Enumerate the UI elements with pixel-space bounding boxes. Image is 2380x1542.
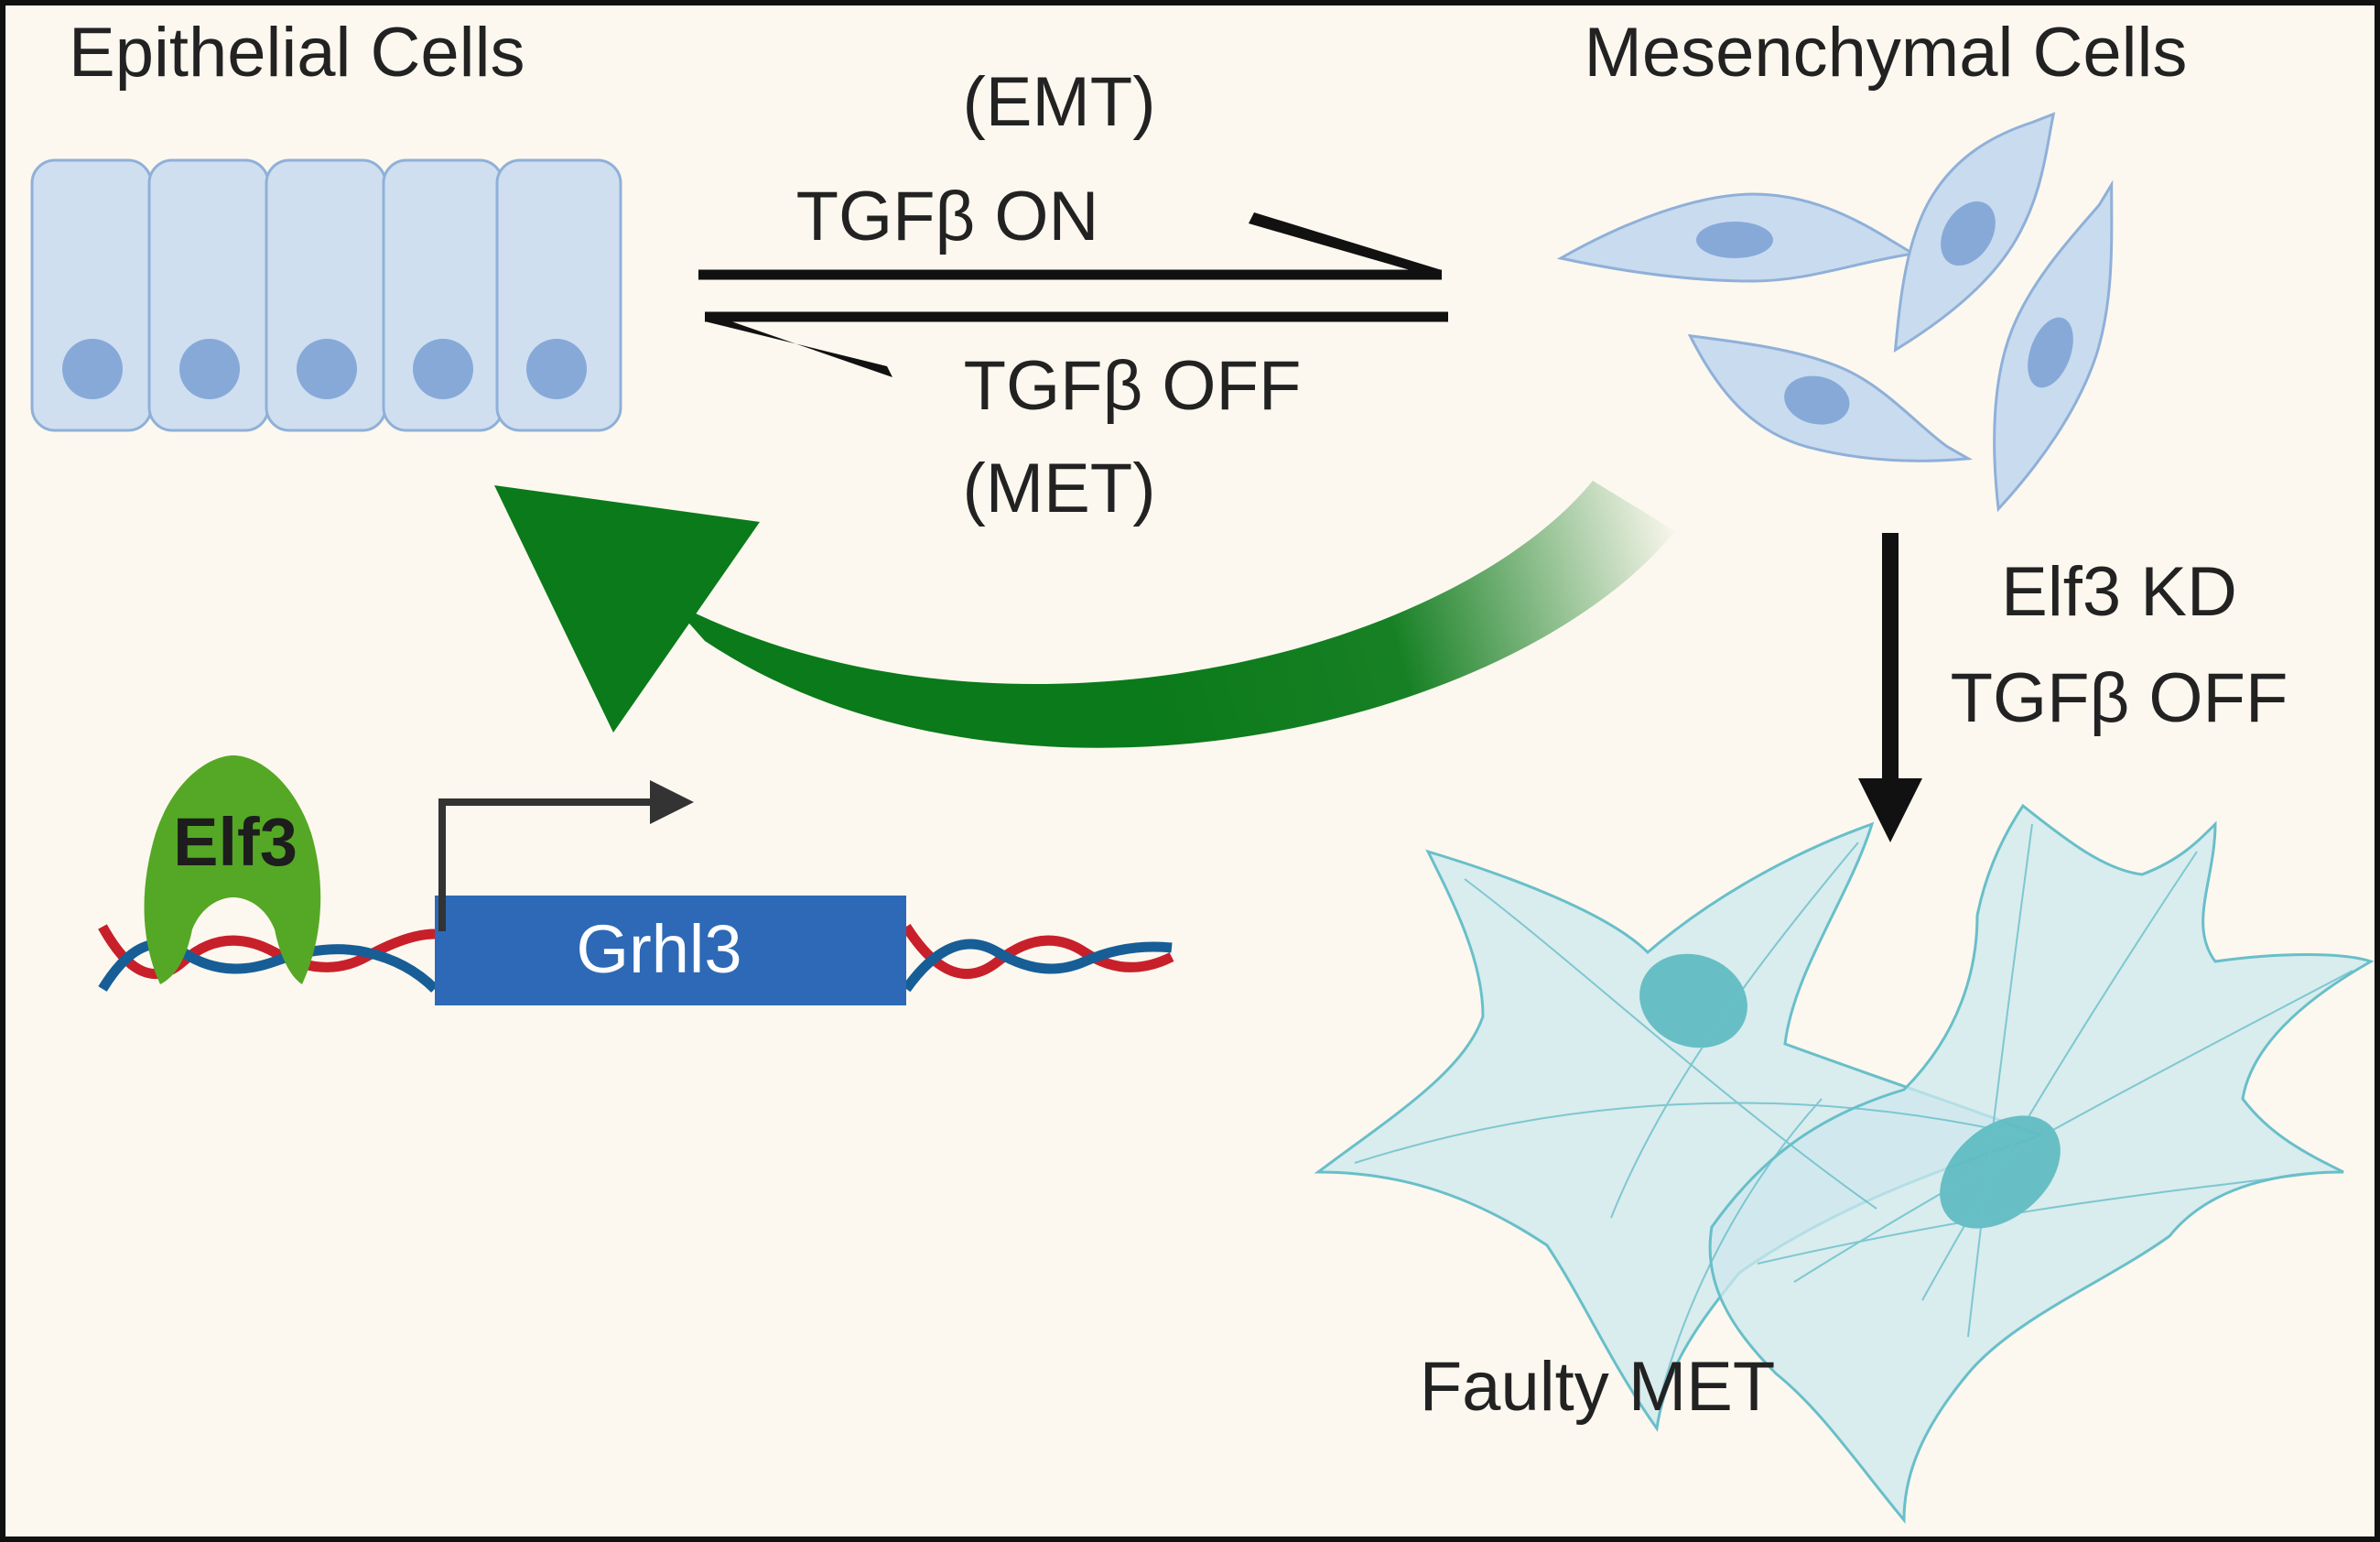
faulty-cell-nucleus: [1639, 953, 1747, 1048]
mesenchymal-cell: [1993, 179, 2114, 513]
mesenchymal-cell-group: [1556, 112, 2114, 513]
tgf-on-label: TGFβ ON: [796, 178, 1099, 255]
reverse-arrow-barb: [705, 312, 892, 377]
faulty-cell-fibers: [1354, 823, 2353, 1411]
met-label: (MET): [962, 450, 1155, 527]
cell-nucleus: [297, 339, 357, 399]
elf3-kd-label: Elf3 KD: [2001, 553, 2237, 631]
cell-nucleus: [2028, 317, 2073, 388]
kd-arrow-head: [1858, 778, 1922, 842]
mesenchymal-cell: [1556, 192, 1918, 283]
transcription-start-arrow: [438, 780, 694, 931]
epithelial-cell-row: [30, 158, 622, 432]
epithelial-cells-label: Epithelial Cells: [69, 14, 525, 92]
faulty-met-label: Faulty MET: [1420, 1348, 1776, 1426]
faulty-cell-nucleus: [1940, 1115, 2061, 1229]
curved-arrow-head: [494, 485, 760, 733]
tss-arrow-line: [438, 798, 659, 931]
tgf-off-kd-label: TGFβ OFF: [1951, 659, 2288, 737]
cell-nucleus: [179, 339, 240, 399]
mesenchymal-cell: [1687, 333, 1974, 462]
cell-nucleus: [1941, 201, 1996, 266]
tgf-off-label: TGFβ OFF: [964, 347, 1302, 425]
cell-nucleus: [1696, 222, 1773, 258]
elf3-label: Elf3: [173, 804, 298, 880]
forward-arrow-barb: [1249, 212, 1442, 279]
emt-label: (EMT): [962, 63, 1155, 141]
dna-strand-blue: [902, 939, 1173, 993]
faulty-met-cells: [1314, 803, 2375, 1525]
cell-nucleus: [413, 339, 473, 399]
dna-strand-red: [98, 924, 436, 980]
elf3-protein: Elf3: [144, 755, 321, 984]
mesenchymal-cell: [1893, 112, 2056, 353]
cell-nucleus: [526, 339, 587, 399]
cell-nucleus: [1784, 375, 1850, 425]
grhl3-gene-box: [435, 896, 906, 1005]
curved-arrow-body: [668, 481, 1675, 748]
elf3-protein-shape: [144, 755, 321, 984]
grhl3-gene: Grhl3: [435, 896, 906, 1005]
grhl3-label: Grhl3: [577, 911, 742, 987]
tss-arrow-head: [650, 780, 694, 824]
met-curved-arrow: [494, 481, 1675, 748]
equilibrium-arrows: [698, 212, 1448, 377]
elf3-kd-arrow: [1858, 533, 1922, 842]
mesenchymal-cells-label: Mesenchymal Cells: [1585, 14, 2188, 92]
cell-nucleus: [62, 339, 123, 399]
dna-strand-red: [902, 924, 1174, 980]
